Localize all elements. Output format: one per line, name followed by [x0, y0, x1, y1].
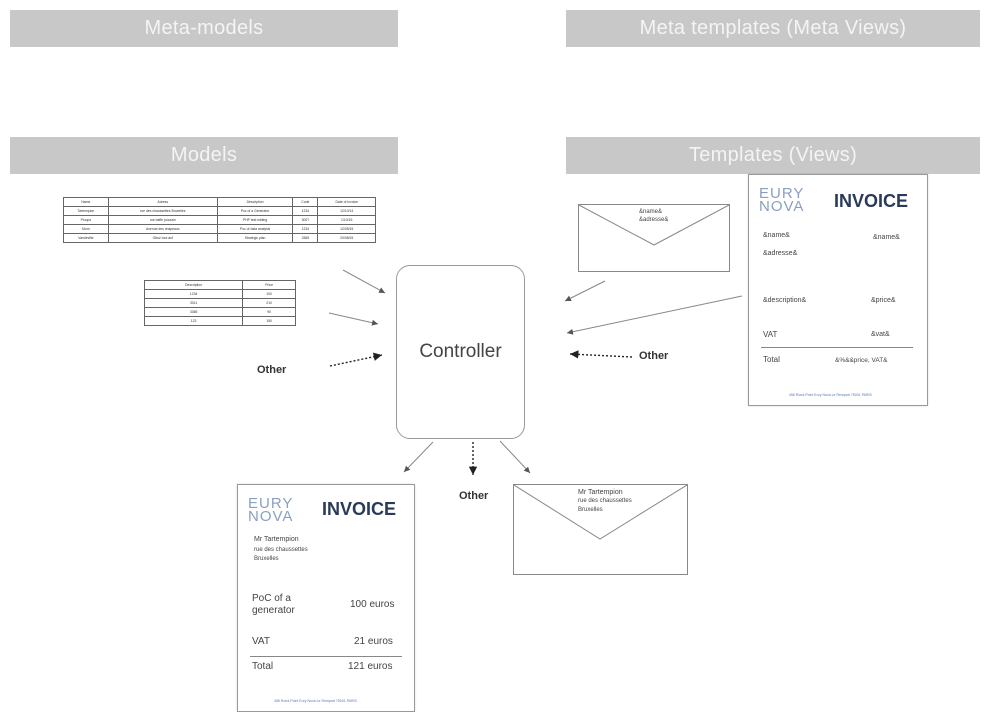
- envelope-line: Mr Tartempion: [578, 489, 623, 496]
- templates-label: Templates (Views): [688, 144, 858, 166]
- output-envelope-text: Mr Tartempion rue des chaussettes Bruxel…: [578, 488, 632, 515]
- invoice-vat-label: VAT: [763, 330, 778, 339]
- table-cell: 123: [143, 316, 244, 326]
- templates-header: Templates (Views): [566, 137, 980, 174]
- logo-line: EURY: [248, 495, 294, 512]
- other-label-right: Other: [639, 350, 669, 362]
- envelope-line: &name&: [639, 209, 663, 215]
- table-cell: Strategic plan: [216, 233, 294, 243]
- invoice-price: 100 euros: [350, 599, 395, 610]
- meta-templates-label: Meta templates (Meta Views): [639, 17, 907, 39]
- output-envelope: Mr Tartempion rue des chaussettes Bruxel…: [513, 484, 688, 575]
- envelope-line: rue des chaussettes: [578, 498, 632, 504]
- controller-box: Controller: [396, 265, 525, 439]
- invoice-total-value: &%&&price, VAT&: [835, 357, 888, 364]
- invoice-footer: 456 Rond-Point Eury Nova Le Rempart 7500…: [274, 699, 357, 703]
- invoice-total-label: Total: [763, 355, 780, 364]
- logo-line: NOVA: [759, 198, 805, 215]
- invoice-name: &name&: [763, 232, 790, 239]
- arrow-envelope-template-to-controller: [564, 280, 606, 302]
- controller-label: Controller: [419, 341, 502, 362]
- model-table-prices: Description Price 1234 100 3011 210 3365…: [143, 280, 296, 326]
- output-invoice: EURY NOVA INVOICE Mr Tartempion rue des …: [237, 484, 415, 712]
- template-invoice: EURY NOVA INVOICE &name& &adresse& &name…: [748, 174, 928, 406]
- invoice-address: &adresse&: [763, 250, 798, 257]
- table-cell: 150: [242, 316, 296, 326]
- table-row: Vandeville Ottoz tout auf Strategic plan…: [63, 233, 376, 243]
- arrow-other-to-controller: [329, 352, 383, 367]
- envelope-line: Bruxelles: [578, 507, 603, 513]
- eurynova-logo: EURY NOVA: [248, 495, 294, 525]
- envelope-flap-icon: [514, 485, 687, 540]
- invoice-description: &description&: [763, 297, 807, 304]
- invoice-title: INVOICE: [322, 499, 397, 519]
- invoice-price: &price&: [871, 297, 896, 304]
- invoice-vat-value: &vat&: [871, 331, 890, 338]
- meta-models-label: Meta-models: [144, 17, 264, 39]
- table-row: 123 150: [143, 316, 296, 326]
- invoice-desc-line2: generator: [252, 605, 295, 616]
- template-envelope-text: &name& &adresse&: [639, 208, 668, 224]
- invoice-vat-label: VAT: [252, 636, 270, 647]
- arrow-table1-to-controller: [342, 269, 386, 294]
- table-cell: 20/08/15: [317, 233, 376, 243]
- template-envelope: &name& &adresse&: [578, 204, 730, 272]
- invoice-name-right: &name&: [873, 234, 900, 241]
- invoice-name: Mr Tartempion: [254, 536, 299, 543]
- table-row: Pluqoz rue baffe puzzain PHP test editin…: [63, 215, 376, 225]
- logo-line: NOVA: [248, 508, 294, 525]
- other-label-left: Other: [257, 364, 287, 376]
- arrow-controller-to-invoice: [403, 441, 434, 473]
- model-table-invoices: Name Adress Description Code Date of inv…: [63, 197, 376, 243]
- envelope-flap-icon: [579, 205, 729, 246]
- other-label-bottom: Other: [459, 490, 489, 502]
- arrow-table2-to-controller: [328, 312, 379, 326]
- invoice-vat-value: 21 euros: [354, 636, 393, 647]
- arrow-invoice-template-to-controller: [566, 295, 743, 335]
- models-header: Models: [10, 137, 398, 174]
- table-cell: 3365: [292, 233, 319, 243]
- invoice-divider: [761, 347, 913, 348]
- logo-line: EURY: [759, 185, 805, 202]
- invoice-footer: 456 Rond-Point Eury Nova Le Rempart 7500…: [789, 393, 872, 397]
- models-label: Models: [170, 144, 238, 166]
- arrow-controller-to-envelope: [499, 440, 531, 474]
- invoice-address-line2: Bruxelles: [254, 556, 279, 562]
- invoice-title: INVOICE: [834, 191, 909, 211]
- invoice-desc-line1: PoC of a: [252, 593, 291, 604]
- eurynova-logo: EURY NOVA: [759, 185, 805, 215]
- invoice-total-label: Total: [252, 661, 274, 672]
- invoice-total-value: 121 euros: [348, 661, 393, 672]
- arrow-other-right-to-controller: [569, 350, 633, 359]
- meta-templates-header: Meta templates (Meta Views): [566, 10, 980, 47]
- invoice-divider: [250, 656, 402, 657]
- envelope-line: &adresse&: [639, 217, 669, 223]
- meta-models-header: Meta-models: [10, 10, 398, 47]
- invoice-address-line1: rue des chaussettes: [254, 547, 308, 553]
